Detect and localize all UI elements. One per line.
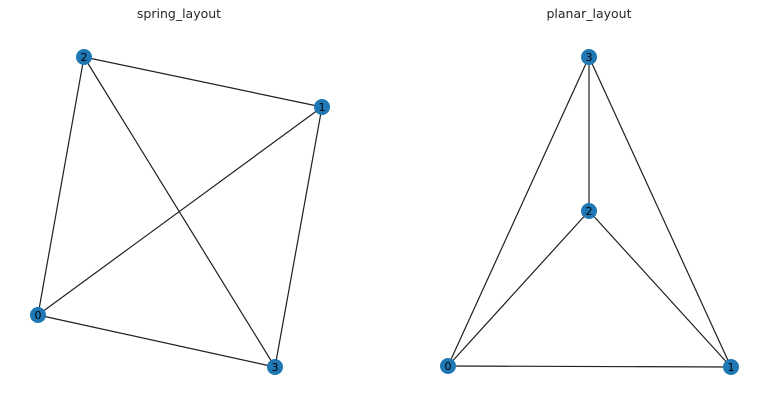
graph-node-1 — [314, 99, 330, 115]
graph-node-0 — [440, 358, 456, 374]
node-label-0: 0 — [35, 309, 42, 322]
graph-node-1 — [723, 359, 739, 375]
node-labels-layer: 0 1 2 3 0 1 2 3 — [35, 51, 735, 374]
graph-edge-0-1 — [37, 106, 323, 316]
graph-edge-0-1 — [447, 365, 732, 368]
node-label-2: 2 — [81, 51, 88, 64]
graph-edge-1-2 — [83, 56, 323, 108]
graph-edge-0-3 — [37, 314, 276, 368]
left-plot-title: spring_layout — [137, 6, 221, 21]
graph-node-2 — [581, 203, 597, 219]
graph-edge-0-2 — [447, 210, 590, 367]
graph-edge-1-2 — [588, 210, 732, 368]
right-plot-title: planar_layout — [546, 6, 631, 21]
graph-edge-2-3 — [83, 56, 276, 368]
graph-edge-0-2 — [37, 56, 85, 316]
node-label-2: 2 — [586, 205, 593, 218]
node-label-3: 3 — [272, 361, 279, 374]
graph-edge-0-3 — [447, 56, 590, 367]
graph-node-3 — [267, 359, 283, 375]
graph-node-0 — [30, 307, 46, 323]
node-label-0: 0 — [445, 360, 452, 373]
graph-node-2 — [76, 49, 92, 65]
graph-node-3 — [581, 49, 597, 65]
graph-edge-1-3 — [274, 106, 323, 368]
edges-layer — [37, 56, 732, 368]
node-label-1: 1 — [319, 101, 326, 114]
node-label-3: 3 — [586, 51, 593, 64]
nodes-layer — [30, 49, 739, 375]
node-label-1: 1 — [728, 361, 735, 374]
graph-edge-1-3 — [588, 56, 732, 368]
